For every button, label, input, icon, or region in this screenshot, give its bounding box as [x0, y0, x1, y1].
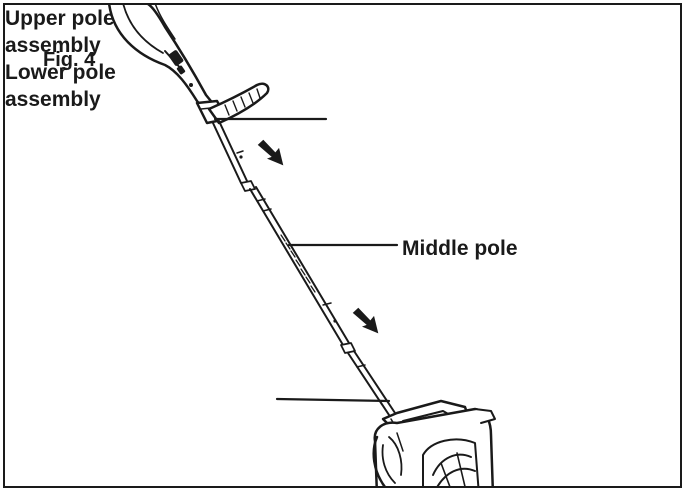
middle-pole	[240, 180, 350, 346]
arrow-down-upper-icon	[257, 139, 284, 166]
lower-pole-label-line1: Lower pole	[5, 61, 116, 84]
figure-4-diagram: Fig. 4 Upper pole assembly Middle pole L…	[3, 3, 682, 488]
upper-pole-assembly	[108, 5, 270, 184]
snow-shovel-assembly-drawing	[108, 5, 496, 486]
lower-pole-assembly	[340, 342, 496, 486]
lower-pole-label-line2: assembly	[5, 88, 101, 111]
middle-pole-label: Middle pole	[402, 237, 518, 260]
upper-pole-label-line1: Upper pole	[5, 7, 115, 30]
lower-leader-line	[275, 397, 391, 403]
arrow-down-lower-icon	[352, 307, 379, 334]
figure-title: Fig. 4	[43, 49, 96, 71]
lower-pole-label: Lower pole assembly	[5, 59, 680, 113]
upper-pole-label-line2: assembly	[5, 34, 101, 57]
upper-pole-label: Upper pole assembly	[5, 5, 680, 59]
